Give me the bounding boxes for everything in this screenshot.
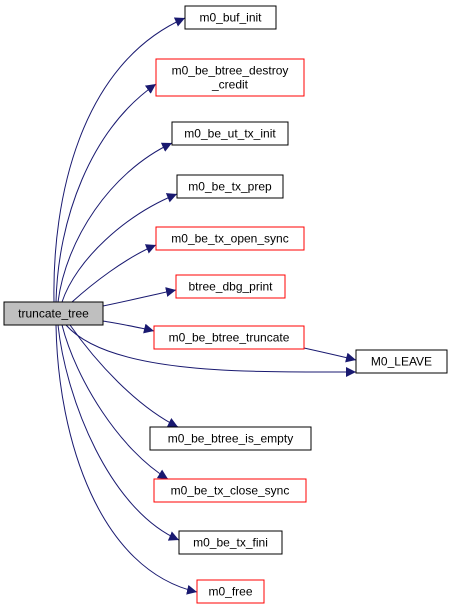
edge-truncate_tree-to-m0_be_btree_destroy_credit xyxy=(55,83,157,303)
edge-truncate_tree-to-m0_be_tx_prep xyxy=(61,193,178,303)
edge-truncate_tree-to-m0_be_ut_tx_init xyxy=(57,142,173,303)
node-box[interactable] xyxy=(153,478,307,503)
edge-truncate_tree-to-btree_dbg_print xyxy=(102,287,177,307)
node-label: m0_be_tx_prep xyxy=(188,180,272,194)
node-box[interactable] xyxy=(178,530,283,555)
edge-truncate_tree-to-M0_LEAVE xyxy=(65,324,357,378)
node-label: M0_LEAVE xyxy=(371,355,432,369)
edge-truncate_tree-to-m0_be_tx_fini xyxy=(57,324,180,541)
node-m0_be_tx_close_sync[interactable]: m0_be_tx_close_sync xyxy=(153,478,307,503)
node-box[interactable] xyxy=(196,579,265,604)
node-box[interactable] xyxy=(153,325,305,350)
node-m0_be_ut_tx_init[interactable]: m0_be_ut_tx_init xyxy=(171,121,289,146)
node-label: m0_be_tx_fini xyxy=(193,536,268,550)
node-box[interactable] xyxy=(175,274,286,299)
node-label: m0_be_btree_destroy xyxy=(172,64,289,78)
node-m0_be_tx_prep[interactable]: m0_be_tx_prep xyxy=(176,174,284,199)
node-M0_LEAVE[interactable]: M0_LEAVE xyxy=(355,349,448,374)
node-truncate_tree[interactable]: truncate_tree xyxy=(3,301,104,326)
node-btree_dbg_print[interactable]: btree_dbg_print xyxy=(175,274,286,299)
node-box[interactable] xyxy=(355,349,448,374)
node-m0_buf_init[interactable]: m0_buf_init xyxy=(184,5,277,30)
edge-truncate_tree-to-m0_be_tx_open_sync xyxy=(71,244,157,303)
nodes-layer: truncate_tree m0_buf_init m0_be_btree_dest… xyxy=(3,5,448,604)
node-box[interactable] xyxy=(149,426,312,451)
node-label: m0_be_ut_tx_init xyxy=(184,127,276,141)
edge-truncate_tree-to-m0_free xyxy=(55,324,198,595)
node-m0_be_tx_open_sync[interactable]: m0_be_tx_open_sync xyxy=(155,226,305,251)
node-label: m0_be_tx_close_sync xyxy=(171,484,290,498)
node-label: _credit xyxy=(211,78,249,92)
node-box[interactable] xyxy=(3,301,104,326)
node-box[interactable] xyxy=(184,5,277,30)
node-box[interactable] xyxy=(176,174,284,199)
node-label: truncate_tree xyxy=(18,307,89,321)
node-label: m0_be_tx_open_sync xyxy=(171,232,288,246)
node-m0_free[interactable]: m0_free xyxy=(196,579,265,604)
node-label: btree_dbg_print xyxy=(188,280,273,294)
edges-layer xyxy=(53,17,357,595)
node-box[interactable] xyxy=(171,121,289,146)
node-m0_be_btree_truncate[interactable]: m0_be_btree_truncate xyxy=(153,325,305,350)
edge-m0_be_btree_truncate-to-M0_LEAVE xyxy=(303,347,357,363)
node-box[interactable] xyxy=(155,58,305,97)
node-label: m0_buf_init xyxy=(199,11,262,25)
node-m0_be_btree_destroy_credit[interactable]: m0_be_btree_destroy_credit xyxy=(155,58,305,97)
edge-truncate_tree-to-m0_be_tx_close_sync xyxy=(61,324,169,480)
node-box[interactable] xyxy=(155,226,305,251)
node-m0_be_tx_fini[interactable]: m0_be_tx_fini xyxy=(178,530,283,555)
edge-truncate_tree-to-m0_buf_init xyxy=(53,17,186,303)
edge-truncate_tree-to-m0_be_btree_is_empty xyxy=(69,324,179,428)
node-label: m0_free xyxy=(208,585,252,599)
node-label: m0_be_btree_truncate xyxy=(169,331,290,345)
node-m0_be_btree_is_empty[interactable]: m0_be_btree_is_empty xyxy=(149,426,312,451)
edge-truncate_tree-to-m0_be_btree_truncate xyxy=(102,320,155,334)
node-label: m0_be_btree_is_empty xyxy=(168,432,293,446)
